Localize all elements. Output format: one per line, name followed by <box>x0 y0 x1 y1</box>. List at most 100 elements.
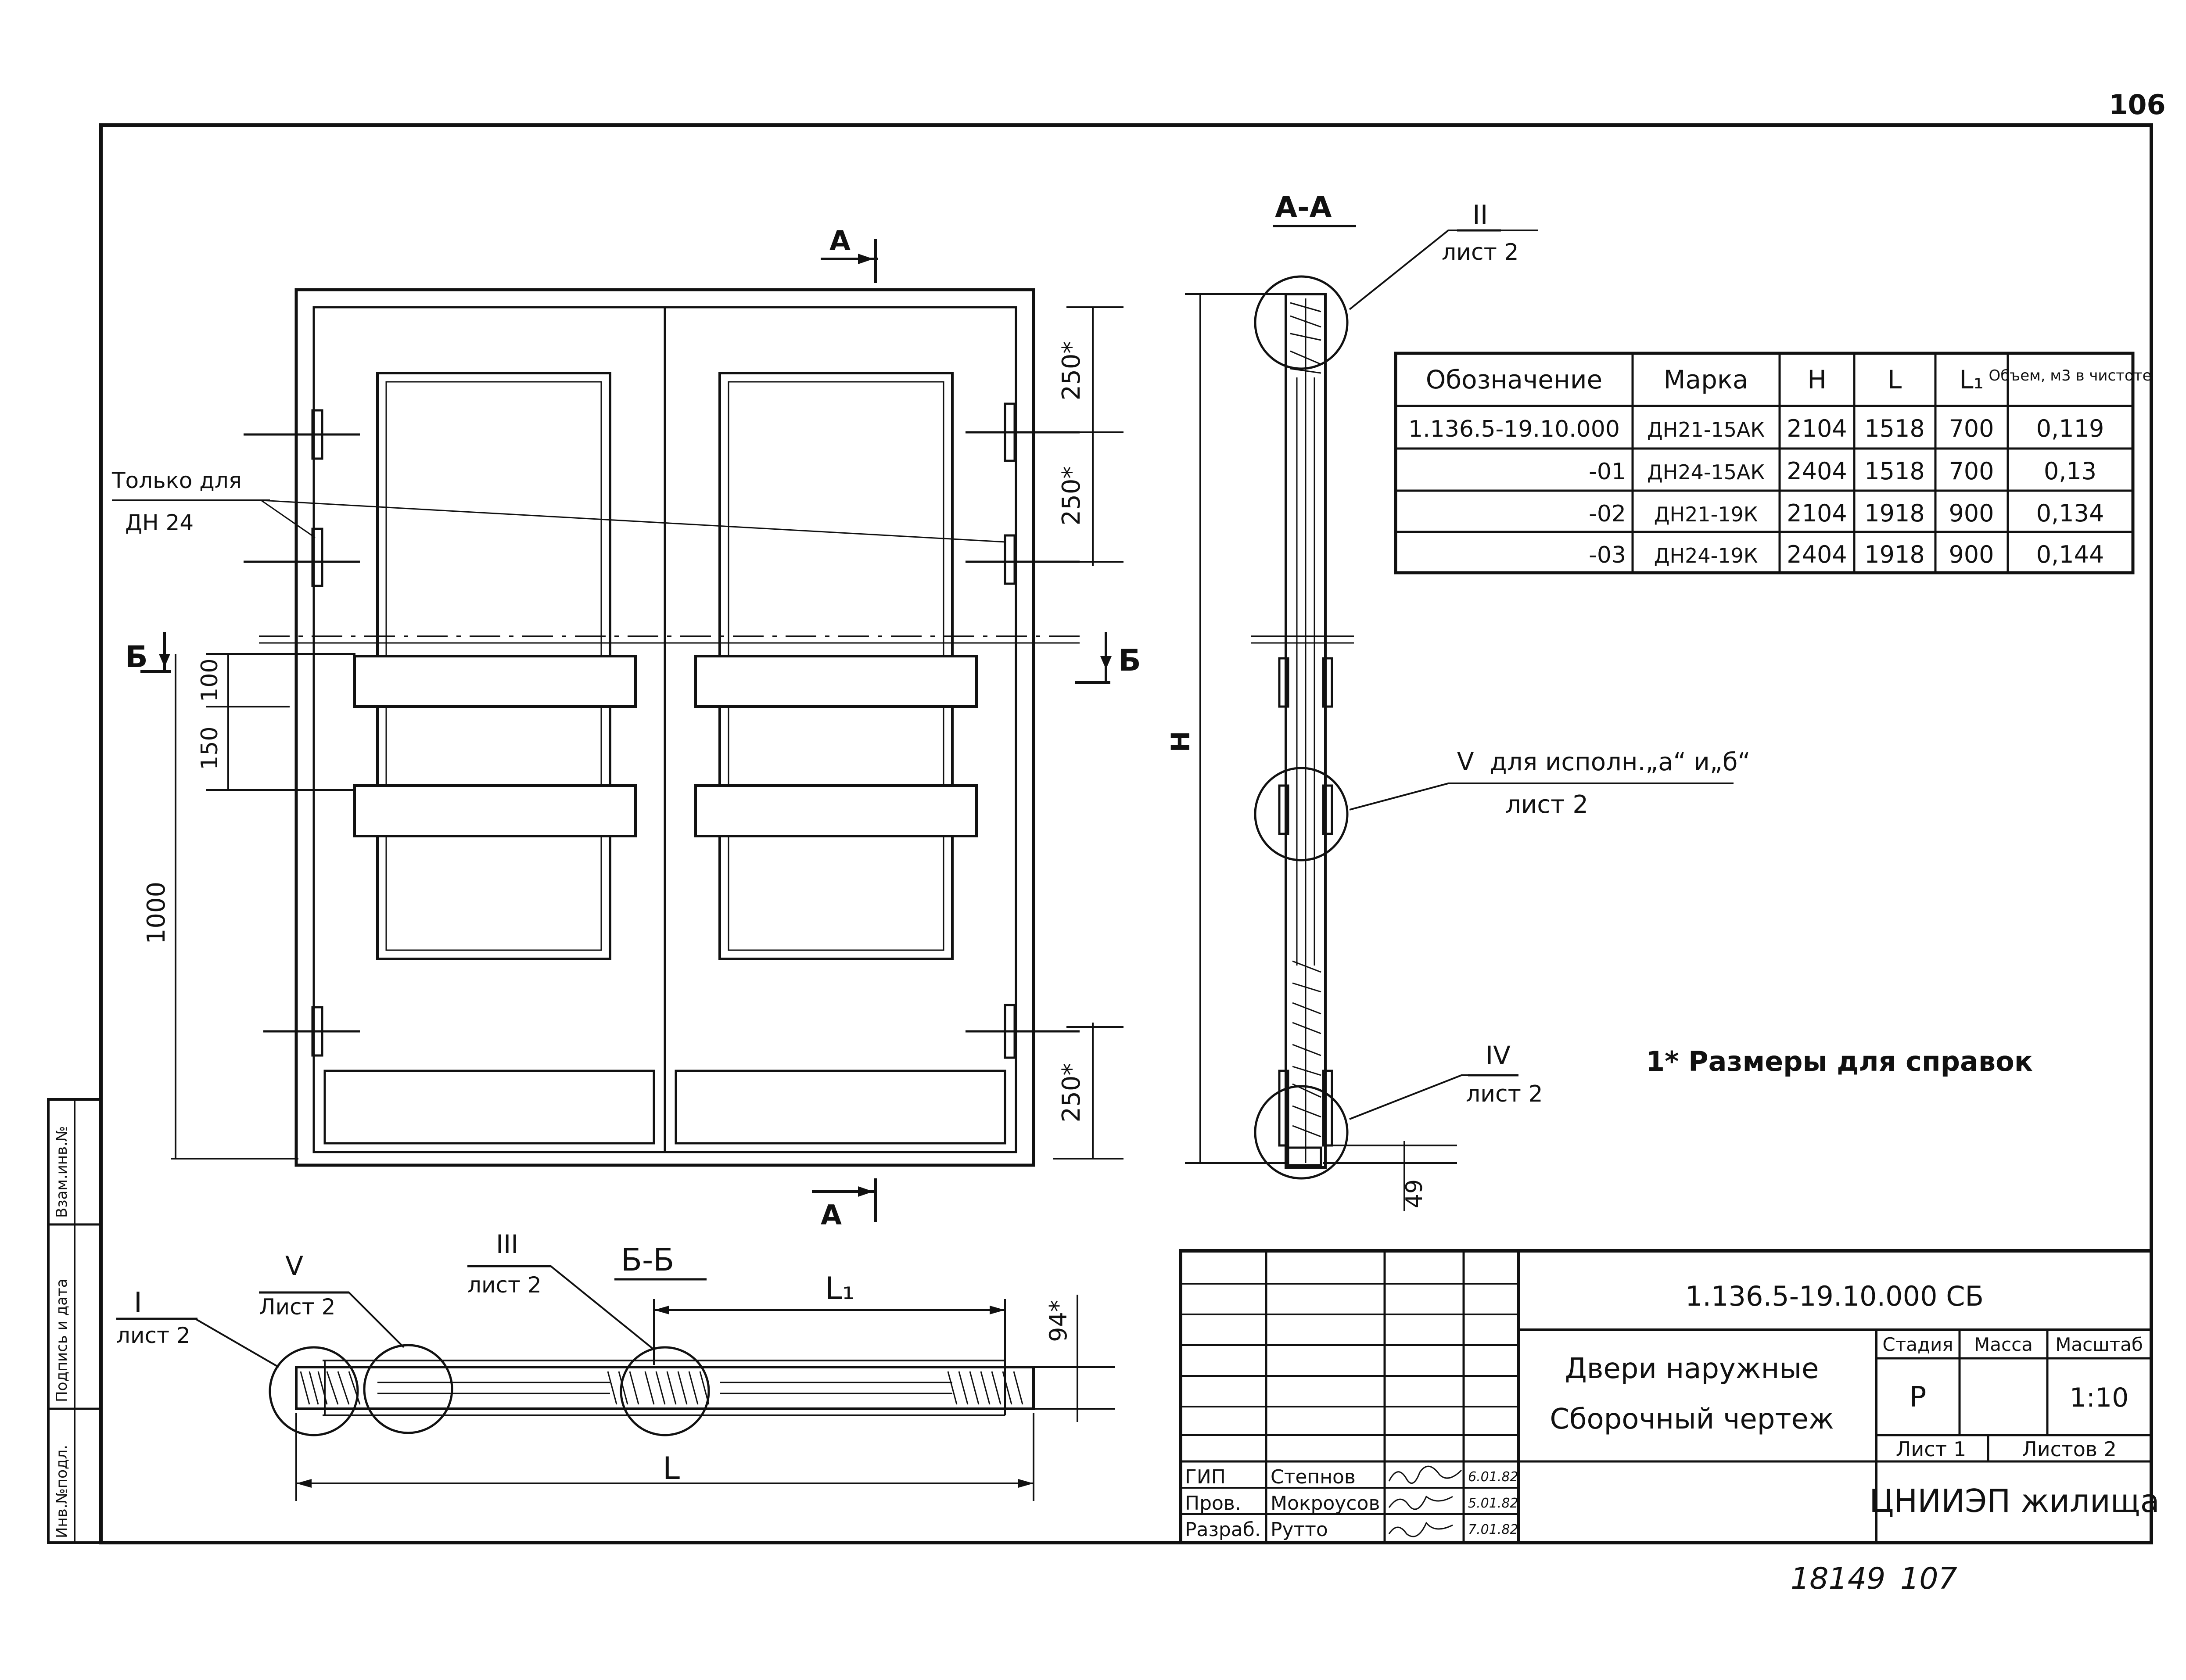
spec-cell-r1-c1: ДН24-15АК <box>1647 460 1765 484</box>
callout-v-bb-leader <box>259 1292 405 1348</box>
section-a-label-bottom: А <box>821 1199 842 1231</box>
section-aa-title: А-А <box>1275 190 1332 224</box>
callout-iii-leader <box>467 1265 655 1350</box>
sheet-frame <box>99 123 2153 1544</box>
callout-ii-sheet: лист 2 <box>1442 239 1519 266</box>
right-dimension-lines <box>1053 306 1124 1159</box>
aa-profile-outer <box>1285 293 1327 1169</box>
scale-value: 1:10 <box>2070 1382 2129 1413</box>
sheet-number: Лист 1 <box>1896 1437 1966 1461</box>
leader-right-hinge <box>261 499 1006 543</box>
sign-role-1: Пров. <box>1185 1492 1241 1515</box>
dim-94: 94* <box>1045 1300 1072 1342</box>
spec-cell-r2-c2: 2104 <box>1787 499 1847 527</box>
spec-cell-r1-c5: 0,13 <box>2044 457 2096 485</box>
right-bar-lower <box>694 784 978 837</box>
spec-cell-r0-c0: 1.136.5-19.10.000 <box>1408 416 1620 442</box>
dim-h: H <box>1166 731 1195 753</box>
callout-v-aa-text: для исполн.„а“ и„б“ <box>1490 748 1750 776</box>
page-number: 106 <box>2109 89 2165 121</box>
section-b-label-left: Б <box>125 640 148 675</box>
dim-49: 49 <box>1401 1179 1428 1208</box>
spec-cell-r0-c4: 700 <box>1949 415 1994 442</box>
callout-v-aa-numeral: V <box>1457 748 1474 776</box>
detail-circle-v-bb <box>363 1344 453 1434</box>
dim-l: L <box>663 1450 680 1486</box>
sign-name-2: Рутто <box>1271 1518 1328 1541</box>
detail-circle-iv <box>1254 1085 1349 1180</box>
dim-250-bottom: 250* <box>1057 1063 1086 1123</box>
spec-cell-r1-c0: -01 <box>1589 459 1626 485</box>
detail-circle-v-aa <box>1254 767 1349 862</box>
sign-date-2: 7.01.82 <box>1468 1522 1518 1537</box>
front-view: Б Б А А 250* 250* 250* <box>111 225 1141 1231</box>
section-a-arrow-bottom <box>858 1186 873 1197</box>
section-b-label-right: Б <box>1118 643 1141 678</box>
spec-header-5: Объем, м3 в чистоте <box>1989 367 2151 384</box>
callout-i-numeral: I <box>134 1287 142 1319</box>
signature-scribble-0 <box>1388 1465 1462 1484</box>
spec-table-grid <box>1396 353 2133 573</box>
signature-scribble-1 <box>1388 1495 1453 1510</box>
bb-profile-outer <box>295 1366 1035 1410</box>
reference-note: 1* Размеры для справок <box>1646 1045 2033 1077</box>
section-a-label-top: А <box>829 225 851 257</box>
right-bottom-panel <box>675 1070 1006 1145</box>
stamp-label-replace: Взам.инв.№ <box>53 1126 71 1218</box>
inventory-number: 18149 <box>1791 1562 1885 1596</box>
right-bar-upper <box>694 655 978 708</box>
hinges <box>244 402 1080 1059</box>
detail-circle-iii <box>620 1346 710 1436</box>
organization: ЦНИИЭП жилища <box>1869 1483 2159 1519</box>
callout-iii-numeral: III <box>496 1229 518 1259</box>
title-block-grid <box>1181 1251 2151 1543</box>
left-bottom-panel <box>323 1070 655 1145</box>
stage-value: Р <box>1910 1381 1927 1414</box>
dim-250-mid: 250* <box>1057 467 1086 526</box>
callout-v-bb-numeral: V <box>285 1251 303 1282</box>
callout-v-bb-sheet: Лист 2 <box>259 1294 335 1320</box>
spec-cell-r3-c5: 0,144 <box>2036 541 2104 568</box>
sign-date-0: 6.01.82 <box>1468 1469 1518 1485</box>
spec-cell-r0-c1: ДН21-15АК <box>1647 418 1765 442</box>
sign-name-0: Степнов <box>1271 1466 1356 1488</box>
callout-ii-leader <box>1349 230 1538 310</box>
sign-date-1: 5.01.82 <box>1468 1496 1518 1511</box>
spec-cell-r3-c0: -03 <box>1589 542 1626 568</box>
spec-header-1: Марка <box>1664 365 1748 395</box>
aa-threshold <box>1287 1146 1322 1167</box>
sign-name-1: Мокроусов <box>1271 1492 1380 1515</box>
sign-role-2: Разраб. <box>1185 1518 1261 1541</box>
spec-table-border <box>1394 352 2135 574</box>
spec-header-0: Обозначение <box>1426 365 1602 395</box>
signature-scribble-2 <box>1388 1522 1453 1537</box>
left-bar-upper <box>353 655 637 708</box>
stamp-label-inv: Инв.№подл. <box>53 1445 71 1538</box>
stamp-label-signature: Подпись и дата <box>53 1278 71 1402</box>
spec-cell-r3-c3: 1918 <box>1864 541 1924 568</box>
sheet-count: Листов 2 <box>2022 1437 2117 1461</box>
spec-cell-r1-c4: 700 <box>1949 457 1994 485</box>
callout-iii-sheet: лист 2 <box>467 1272 542 1298</box>
callout-iv-numeral: IV <box>1486 1041 1511 1070</box>
title-block-border <box>1179 1249 2153 1544</box>
leader-left-hinge <box>261 499 316 538</box>
section-bb-title: Б-Б <box>621 1242 674 1278</box>
spec-cell-r0-c3: 1518 <box>1864 415 1924 442</box>
spec-cell-r0-c2: 2104 <box>1787 415 1847 442</box>
door-outer-frame <box>294 288 1035 1167</box>
section-b-arrow-right <box>1100 656 1112 669</box>
spec-header-2: H <box>1807 365 1827 395</box>
spec-cell-r2-c4: 900 <box>1949 499 1994 527</box>
only-for-model: ДН 24 <box>125 510 194 535</box>
section-a-arrow-top <box>858 254 873 264</box>
spec-cell-r3-c2: 2404 <box>1787 541 1847 568</box>
spec-cell-r2-c0: -02 <box>1589 501 1626 527</box>
page-reference: 107 <box>1900 1562 1957 1596</box>
callout-v-aa-leader <box>1349 783 1449 811</box>
callout-iv-leader <box>1349 1074 1518 1120</box>
title-block: 1.136.5-19.10.000 СБ Двери наружные Сбор… <box>1179 1249 2160 1544</box>
